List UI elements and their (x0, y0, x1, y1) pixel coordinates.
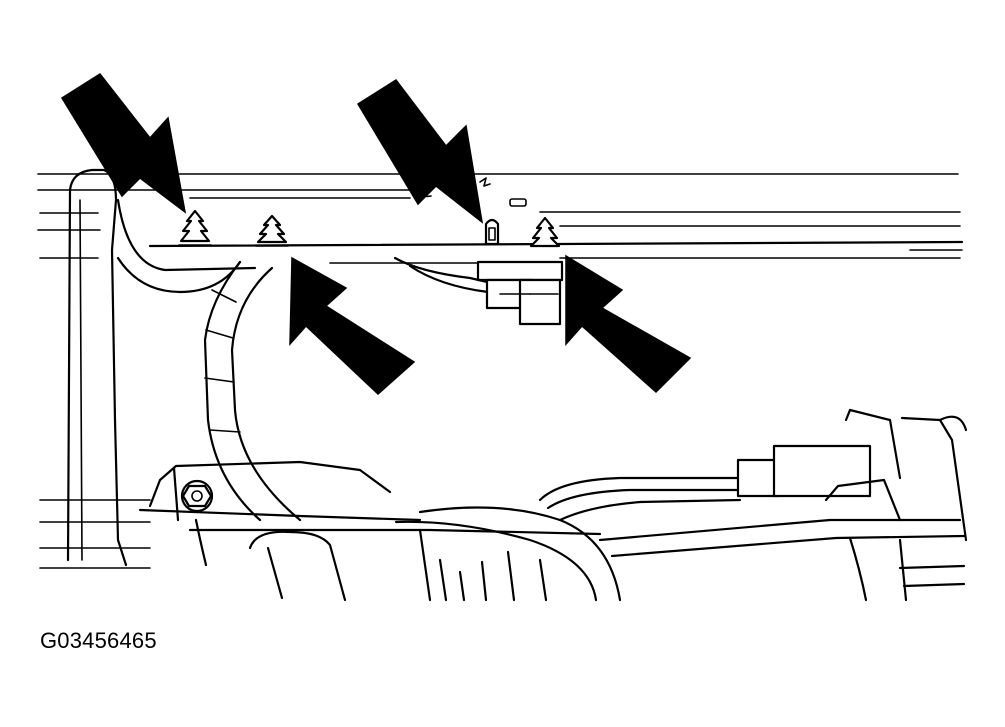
arrow-lower-right (565, 254, 692, 394)
clips (178, 209, 561, 248)
figure-id-label: G03456465 (40, 628, 157, 653)
left-harness (116, 198, 302, 522)
clip-4 (529, 216, 561, 248)
clip-2 (255, 214, 289, 247)
arrow-upper-right (356, 78, 484, 224)
clip-3 (484, 218, 500, 246)
lower-components (39, 408, 968, 602)
bolt-icon (180, 479, 214, 513)
clip-1 (178, 209, 212, 246)
indicator-arrows (60, 73, 692, 396)
arrow-lower-left (289, 256, 416, 396)
center-connector (393, 256, 564, 326)
arrow-upper-left (60, 73, 187, 214)
